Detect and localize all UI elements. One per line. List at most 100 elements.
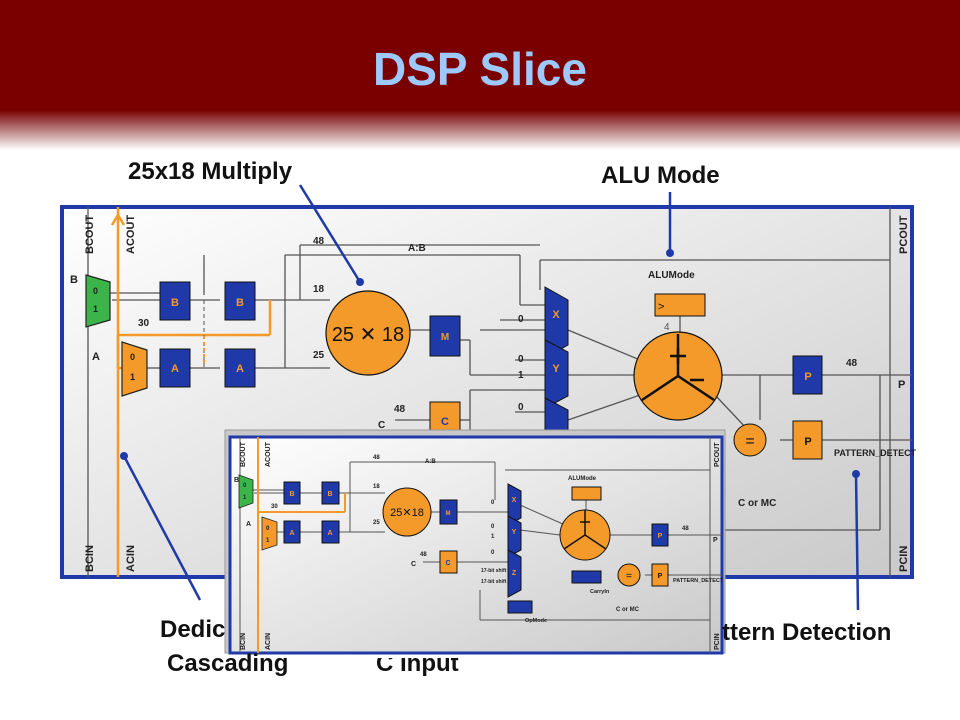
svg-text:0: 0 — [130, 352, 135, 362]
svg-text:0: 0 — [491, 524, 495, 530]
pcin-label: PCIN — [898, 546, 910, 572]
p-output-label: P — [898, 379, 905, 391]
svg-text:A: A — [236, 363, 244, 375]
svg-text:30: 30 — [271, 504, 278, 510]
svg-text:0: 0 — [93, 286, 98, 296]
svg-text:M: M — [446, 511, 451, 517]
svg-text:P: P — [658, 573, 663, 580]
svg-text:B: B — [171, 297, 179, 309]
svg-text:OpMode: OpMode — [525, 618, 547, 624]
svg-text:PCIN: PCIN — [714, 633, 721, 650]
svg-text:X: X — [512, 497, 517, 504]
pattern-detection-callout: ttern Detection — [722, 619, 892, 646]
svg-text:Y: Y — [552, 363, 560, 375]
pattern-comparator — [733, 423, 767, 457]
c-input-callout: C Input — [376, 650, 459, 677]
svg-text:0: 0 — [518, 314, 524, 325]
svg-text:P: P — [804, 371, 811, 383]
p-register: P — [792, 355, 823, 395]
svg-text:48: 48 — [420, 552, 427, 558]
svg-text:48: 48 — [313, 236, 325, 247]
svg-text:ALUMode: ALUMode — [568, 476, 597, 482]
slide-title: DSP Slice — [373, 43, 587, 95]
svg-text:BCOUT: BCOUT — [240, 441, 247, 467]
inset-frame — [228, 435, 724, 655]
svg-text:>: > — [658, 301, 664, 313]
a2-register: A — [224, 348, 256, 388]
multiply-callout: 25x18 Multiply — [128, 158, 293, 185]
callout-dots — [120, 249, 860, 478]
svg-text:A: A — [327, 530, 332, 537]
svg-text:=: = — [745, 433, 754, 450]
xyz-mux: X Y — [544, 286, 569, 436]
svg-text:C or MC: C or MC — [616, 607, 640, 613]
alu-mode-callout: ALU Mode — [601, 162, 720, 189]
a-input-label: A — [92, 351, 100, 363]
svg-text:P: P — [804, 436, 811, 448]
inset-diagram: BCOUT ACOUT BCIN ACIN PCOUT PCIN B A C P… — [224, 429, 726, 655]
svg-text:17-bit shift: 17-bit shift — [481, 579, 507, 585]
svg-text:A:B: A:B — [425, 459, 436, 465]
svg-text:0: 0 — [491, 550, 495, 556]
svg-text:48: 48 — [394, 404, 406, 415]
title-banner — [0, 0, 960, 150]
multiplier-25x18 — [325, 290, 411, 376]
svg-text:ACOUT: ACOUT — [265, 441, 272, 467]
svg-text:25: 25 — [373, 520, 380, 526]
svg-text:17-bit shift: 17-bit shift — [481, 568, 507, 574]
bcin-label: BCIN — [84, 545, 96, 572]
svg-text:B: B — [327, 491, 332, 498]
svg-text:C or MC: C or MC — [738, 498, 776, 509]
svg-text:P: P — [658, 533, 663, 540]
svg-text:ACIN: ACIN — [265, 633, 272, 650]
alu-symbols — [641, 334, 715, 402]
m-register: M — [429, 315, 461, 357]
svg-text:4: 4 — [664, 322, 670, 333]
svg-text:ALUMode: ALUMode — [648, 270, 695, 281]
a1-register: A — [159, 348, 191, 388]
svg-text:48: 48 — [846, 358, 858, 369]
b2-register: B — [224, 281, 256, 321]
svg-text:=: = — [626, 571, 632, 582]
svg-text:0: 0 — [491, 500, 495, 506]
svg-text:X: X — [552, 309, 560, 321]
svg-text:B: B — [289, 491, 294, 498]
b-input-label: B — [70, 274, 78, 286]
p-pattern-register: P — [792, 420, 823, 460]
svg-text:1: 1 — [243, 495, 247, 501]
svg-text:Y: Y — [512, 529, 517, 536]
svg-text:A: A — [246, 521, 251, 528]
svg-text:25: 25 — [313, 350, 325, 361]
svg-text:0: 0 — [266, 526, 270, 532]
wiring — [87, 207, 912, 577]
a-input-mux — [121, 341, 148, 397]
svg-text:1: 1 — [491, 534, 495, 540]
svg-text:PCOUT: PCOUT — [714, 442, 721, 467]
svg-text:Z: Z — [512, 570, 517, 577]
b-input-mux — [85, 274, 111, 328]
svg-text:1: 1 — [266, 538, 270, 544]
svg-text:1: 1 — [518, 370, 524, 381]
svg-text:30: 30 — [138, 318, 150, 329]
svg-text:0: 0 — [518, 354, 524, 365]
svg-text:25 ✕ 18: 25 ✕ 18 — [332, 324, 404, 346]
svg-text:0: 0 — [518, 402, 524, 413]
cascading-callout-line1: Dedic — [160, 616, 226, 643]
bcout-label: BCOUT — [84, 215, 96, 254]
b1-register: B — [159, 281, 191, 321]
svg-text:1: 1 — [130, 372, 135, 382]
svg-text:A:B: A:B — [408, 243, 426, 254]
pcout-label: PCOUT — [898, 215, 910, 254]
svg-text:48: 48 — [373, 455, 380, 461]
svg-text:CarryIn: CarryIn — [590, 589, 610, 595]
svg-text:B: B — [236, 297, 244, 309]
svg-text:C: C — [411, 561, 416, 568]
svg-text:C: C — [441, 416, 449, 428]
alu-mode-register: > — [654, 293, 706, 317]
svg-text:BCIN: BCIN — [240, 633, 247, 650]
svg-text:18: 18 — [313, 284, 325, 295]
svg-text:PATTERN_DETECT: PATTERN_DETECT — [834, 448, 917, 458]
acout-label: ACOUT — [125, 215, 137, 254]
cascade-wiring — [110, 207, 272, 577]
